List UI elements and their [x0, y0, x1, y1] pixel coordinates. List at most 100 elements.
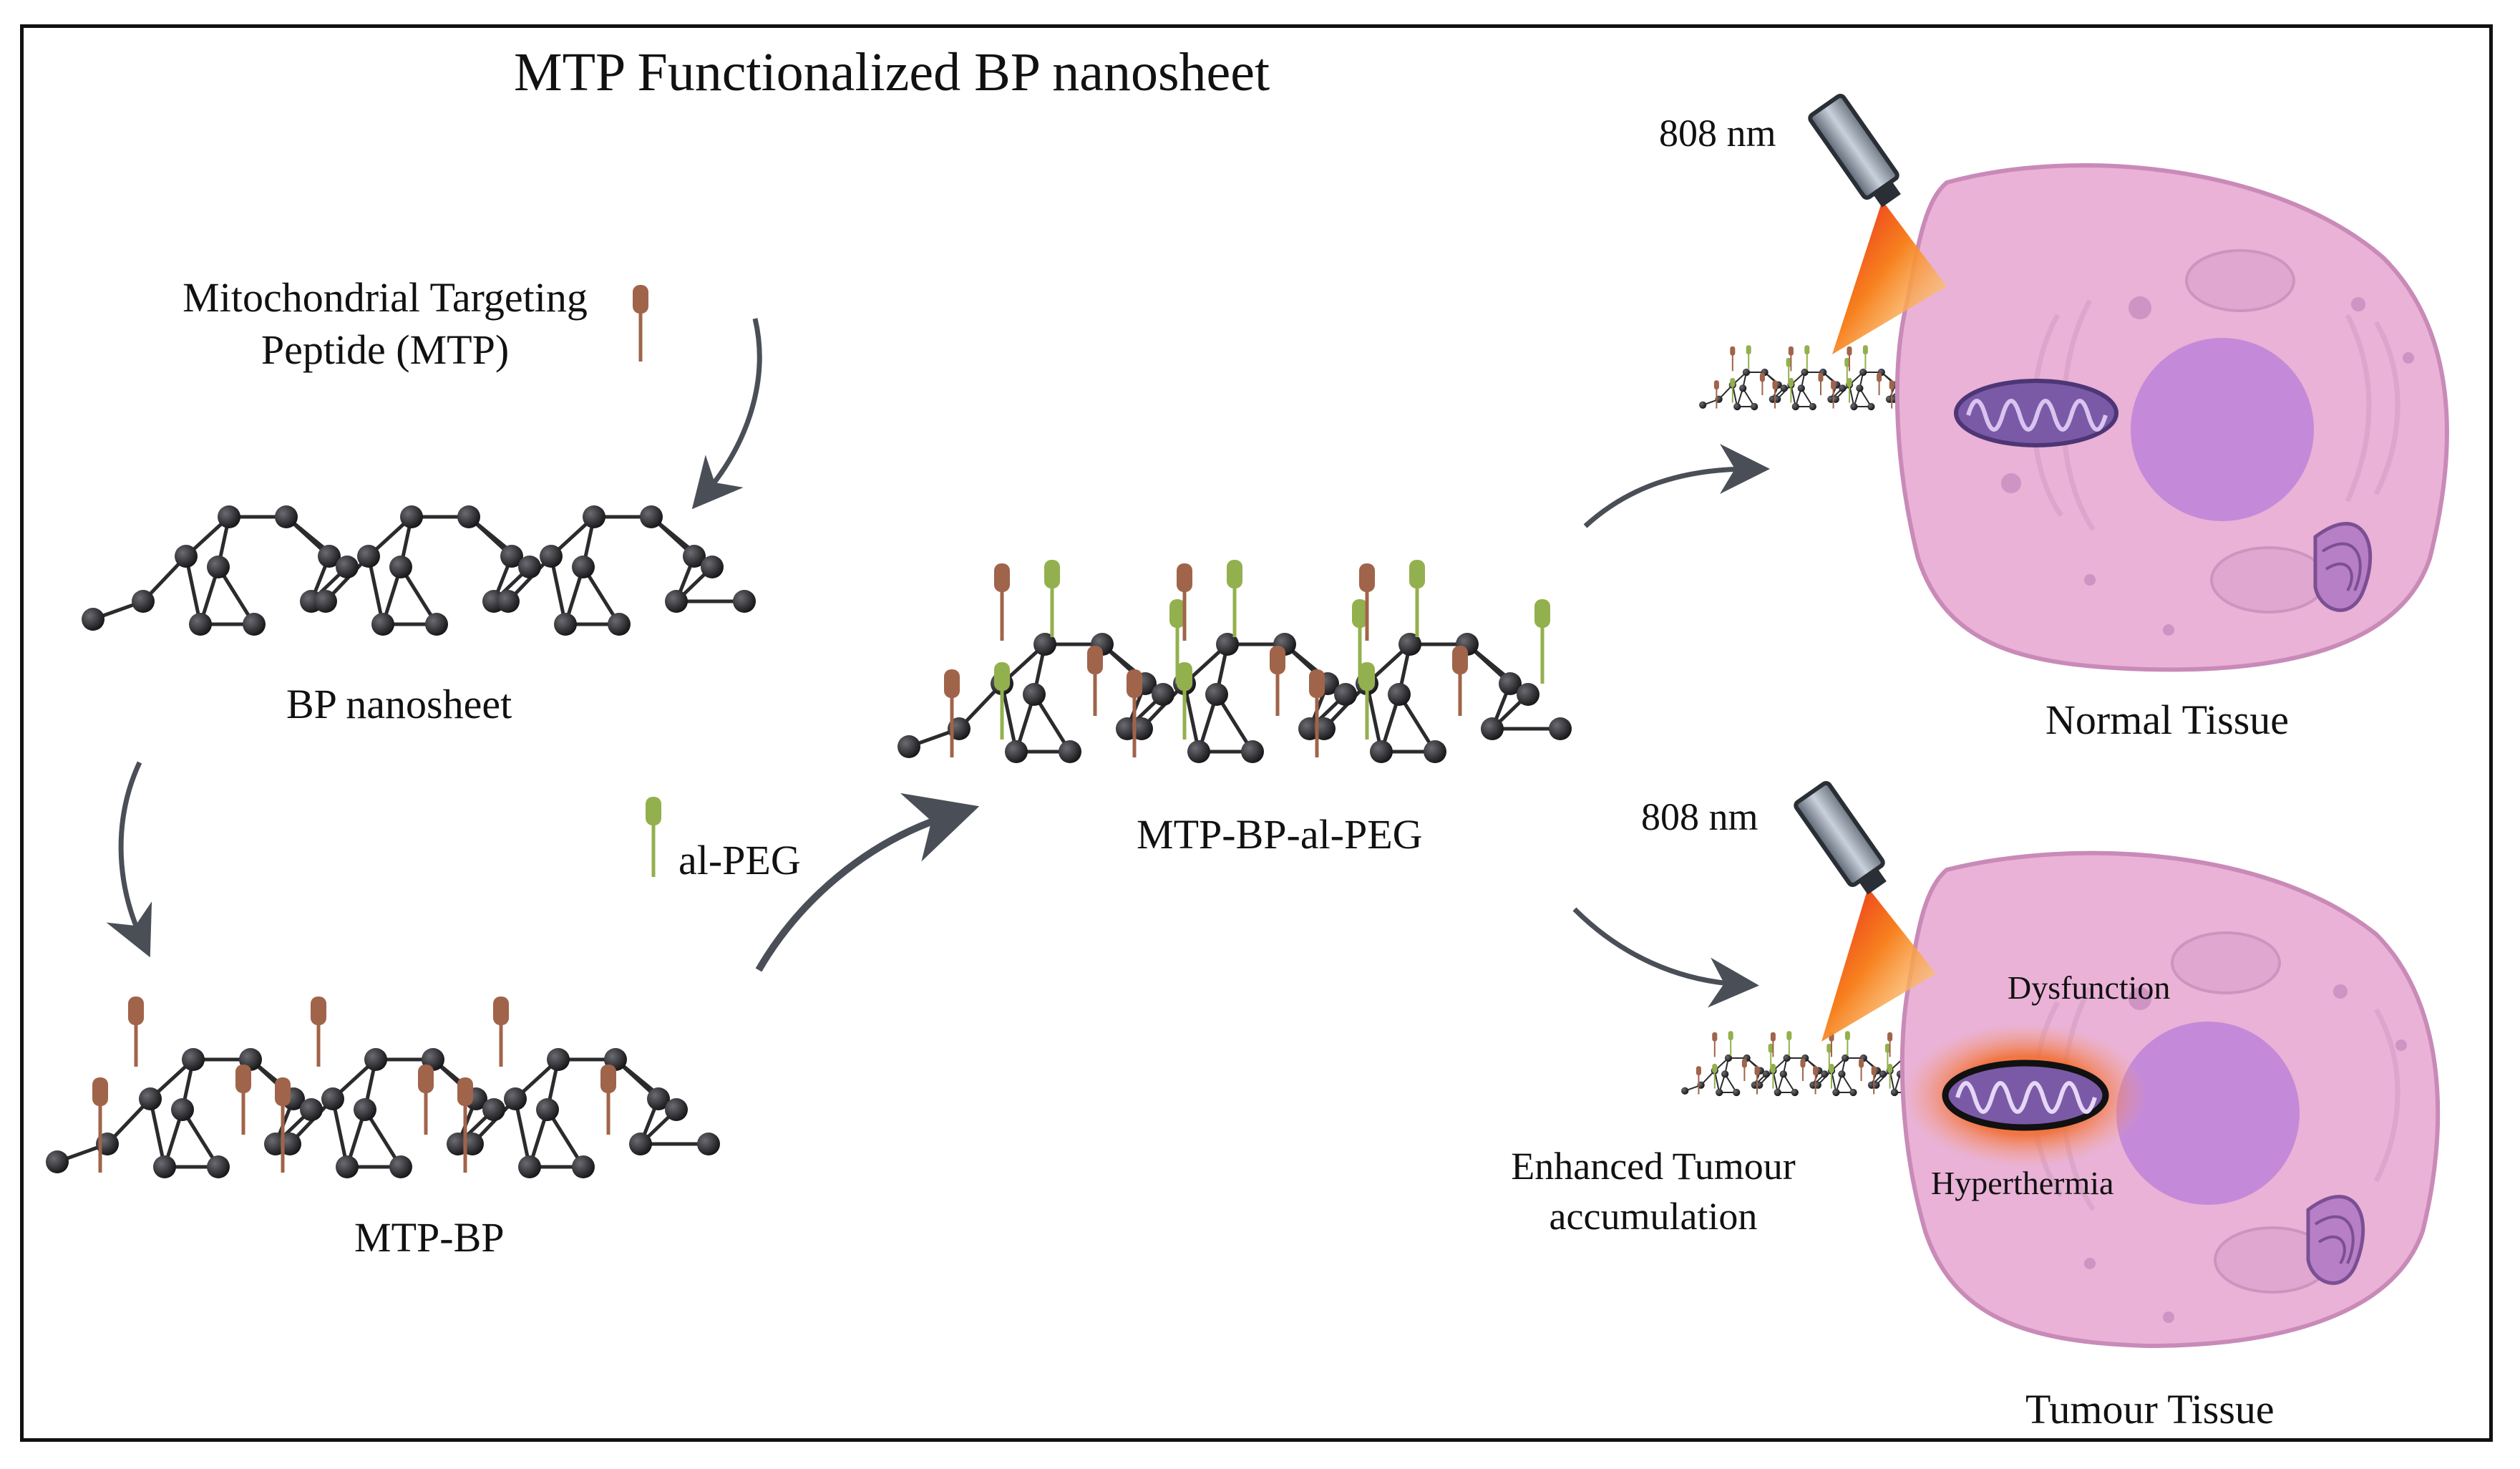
atom: [665, 590, 688, 613]
mtp-peptide: [1127, 669, 1142, 757]
accumulation-line1: Enhanced Tumour: [1511, 1145, 1796, 1188]
atom: [175, 545, 198, 568]
mtp-bp-nanosheet: [46, 997, 720, 1178]
atom: [1699, 401, 1707, 409]
atoms: [82, 505, 756, 636]
arrow-to-normal: [1583, 444, 1770, 528]
atom: [189, 613, 212, 636]
atom: [1216, 633, 1239, 656]
mtp-peptide: [1770, 1032, 1776, 1057]
atom: [1334, 683, 1357, 706]
normal-tissue-label: Normal Tissue: [2045, 697, 2290, 743]
peg-chain: [1804, 345, 1810, 370]
atom: [518, 556, 541, 578]
mtp-peptide: [92, 1077, 108, 1173]
peg-chain: [1712, 1064, 1718, 1089]
mtp-peptide: [235, 1065, 251, 1135]
atom: [1388, 683, 1411, 706]
atom: [1517, 683, 1539, 706]
figure-title: MTP Functionalized BP nanosheet: [514, 42, 1270, 102]
peg-chain: [1844, 1031, 1850, 1056]
atom: [132, 590, 155, 613]
atom: [583, 505, 605, 528]
peg-chain: [1847, 378, 1852, 403]
atom: [1023, 683, 1046, 706]
peg-legend-label: al-PEG: [678, 837, 801, 883]
peg-chain: [1534, 599, 1550, 684]
bp-nanosheet: [82, 505, 756, 636]
atom: [1867, 402, 1875, 411]
mtp-peptide: [1087, 646, 1103, 716]
atom: [218, 505, 240, 528]
laser-tumour-label: 808 nm: [1641, 795, 1758, 838]
atom: [1033, 633, 1056, 656]
atom: [1856, 384, 1864, 392]
atom: [733, 590, 756, 613]
arrow-mtpbp-to-peg: [755, 792, 980, 972]
peg-chain: [1044, 560, 1060, 637]
atom: [1059, 740, 1081, 763]
peg-chain: [1409, 560, 1425, 637]
atom: [1832, 1088, 1840, 1097]
peg-legend-icon: [646, 797, 661, 877]
atom: [1879, 1070, 1887, 1078]
atom: [171, 1098, 194, 1121]
mtp-peptide: [1818, 372, 1824, 395]
atom: [1721, 1070, 1729, 1078]
atom: [321, 1087, 344, 1110]
mtp-peptide: [1813, 1066, 1819, 1095]
atom: [300, 1098, 323, 1121]
mtp-peptide: [1877, 372, 1882, 395]
mtp-peptide: [1696, 1066, 1701, 1095]
mtp-peptide: [128, 997, 144, 1067]
mtp-peptide: [311, 997, 326, 1067]
mtp-legend-line1: Mitochondrial Targeting: [183, 274, 588, 321]
laser-normal-icon: [1808, 93, 1947, 354]
atom: [1716, 1088, 1723, 1097]
atom: [1681, 1087, 1689, 1095]
atom: [1733, 1088, 1741, 1097]
atom: [572, 556, 595, 578]
atom: [640, 505, 663, 528]
mtp-peptide: [1831, 380, 1837, 409]
atom: [1724, 1054, 1733, 1062]
atom: [1780, 384, 1788, 392]
peg-chain: [1770, 1064, 1776, 1089]
atom: [389, 1155, 412, 1178]
peg-chain: [1786, 1031, 1792, 1056]
mtp-peptide: [1713, 380, 1719, 409]
mtp-peptide: [994, 563, 1010, 641]
mtp-bp-al-peg-nanosheet: [897, 560, 1572, 763]
nucleus: [2131, 338, 2314, 521]
atom: [701, 556, 724, 578]
atom: [357, 545, 380, 568]
mtp-peptide: [493, 997, 509, 1067]
atom: [425, 613, 448, 636]
normal-cell: [1808, 93, 2449, 672]
mtp-peptide: [1889, 380, 1894, 409]
atom: [275, 505, 298, 528]
atom: [336, 556, 359, 578]
peg-chain: [1227, 560, 1242, 637]
figure-frame: [20, 24, 2493, 1442]
atom: [1481, 717, 1504, 740]
atom: [647, 1087, 670, 1110]
atom: [608, 613, 631, 636]
golgi: [2306, 1195, 2365, 1285]
atom: [547, 1048, 570, 1071]
atom: [540, 545, 563, 568]
mtp-bp-label: MTP-BP: [354, 1214, 505, 1261]
atom: [1821, 1070, 1829, 1078]
atoms: [46, 1048, 720, 1178]
atom: [207, 1155, 230, 1178]
accumulation-label: Enhanced Tumour accumulation: [1474, 1144, 1832, 1238]
atom: [1809, 402, 1816, 411]
mtp-peptide: [457, 1077, 473, 1173]
mtp-bp-al-peg-label: MTP-BP-al-PEG: [1137, 811, 1423, 858]
atom: [897, 735, 920, 758]
mtp-peptide: [1754, 1066, 1760, 1095]
atom: [389, 556, 412, 578]
atom: [1187, 740, 1210, 763]
mtp-legend-label: Mitochondrial Targeting Peptide (MTP): [142, 273, 628, 374]
arrow-to-tumour: [1572, 907, 1759, 1008]
